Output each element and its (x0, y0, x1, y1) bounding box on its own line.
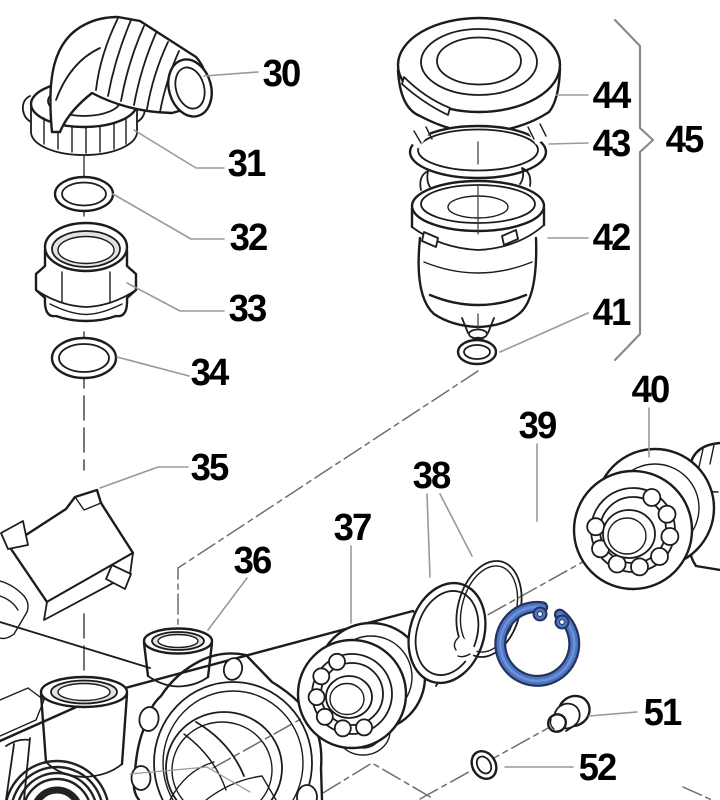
part-30-elbow-fitting[interactable] (49, 15, 218, 134)
part-label-44[interactable]: 44 (592, 75, 632, 117)
part-label-31[interactable]: 31 (227, 143, 267, 185)
part-label-38[interactable]: 38 (412, 455, 452, 497)
part-51-plug[interactable] (545, 690, 596, 735)
part-40-ball-bearing[interactable] (572, 447, 716, 591)
part-label-39[interactable]: 39 (518, 405, 558, 447)
part-38-seal-rings[interactable] (397, 554, 532, 693)
part-label-30[interactable]: 30 (262, 53, 302, 95)
part-label-34[interactable]: 34 (190, 352, 230, 394)
part-label-42[interactable]: 42 (592, 217, 632, 259)
part-label-52[interactable]: 52 (578, 747, 618, 789)
part-36-manifold-port[interactable] (142, 627, 214, 688)
group-bracket-45 (613, 18, 655, 362)
part-label-37[interactable]: 37 (333, 507, 373, 549)
part-33-union-fitting[interactable] (34, 221, 138, 323)
part-label-51[interactable]: 51 (643, 692, 683, 734)
part-37-ball-bearing[interactable] (296, 621, 427, 750)
part-label-36[interactable]: 36 (233, 540, 273, 582)
part-label-33[interactable]: 33 (228, 288, 268, 330)
part-label-41[interactable]: 41 (592, 292, 632, 334)
part-label-43[interactable]: 43 (592, 123, 632, 165)
part-label-45[interactable]: 45 (665, 119, 705, 161)
part-39-snap-ring-highlighted[interactable] (494, 600, 581, 687)
part-35-valve-plate[interactable] (0, 488, 135, 640)
part-label-35[interactable]: 35 (190, 447, 230, 489)
part-label-32[interactable]: 32 (229, 217, 269, 259)
part-52-o-ring[interactable] (467, 747, 501, 784)
part-32-o-ring[interactable] (53, 175, 115, 213)
part-41-o-ring[interactable] (456, 338, 498, 366)
part-label-40[interactable]: 40 (631, 369, 671, 411)
part-44-valve-cap[interactable] (396, 16, 562, 135)
part-34-o-ring[interactable] (50, 336, 118, 380)
leader-lines (99, 71, 650, 768)
